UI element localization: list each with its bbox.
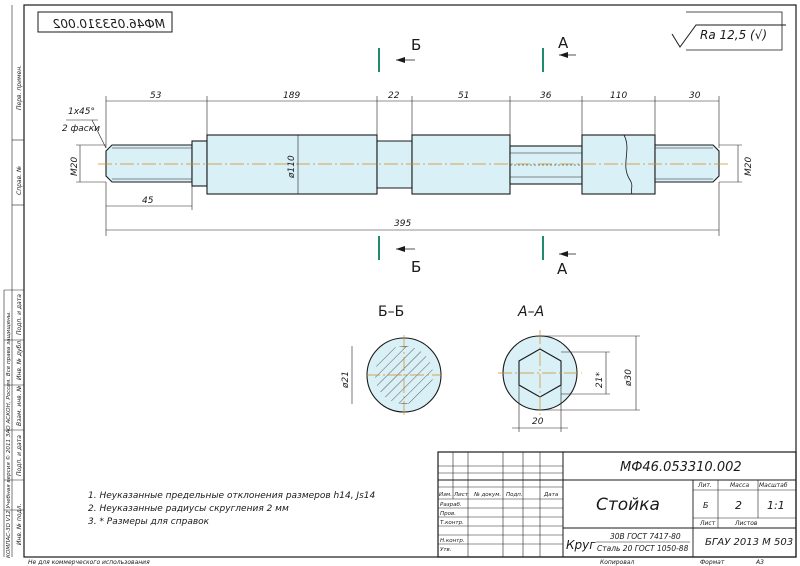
dim-45: 45 [142, 196, 154, 206]
lit-value: Б [703, 501, 709, 510]
mass-value: 2 [735, 499, 742, 512]
strip-sign-date-1: Подп. и дата [16, 294, 23, 335]
note-3: 3. * Размеры для справок [88, 517, 210, 527]
groove [376, 140, 413, 189]
dim-51: 51 [458, 91, 469, 101]
section-cut-b-top: Б [378, 36, 421, 72]
technical-notes: 1. Неуказанные предельные отклонения раз… [88, 491, 375, 527]
col-doc-no: № докум. [473, 492, 501, 498]
col-sign: Подп. [506, 492, 523, 498]
dim-30: 30 [689, 91, 701, 101]
section-cut-a-bottom: А [542, 236, 576, 278]
left-shoulder [191, 140, 208, 187]
mirrored-code-box [37, 11, 173, 33]
note-2: 2. Неуказанные радиусы скругления 2 мм [88, 504, 289, 514]
row-norm-control: Н.контр. [440, 538, 465, 544]
thread-left-dim: M20 [70, 157, 80, 176]
col-date: Дата [543, 492, 559, 498]
dimensions: 53 189 22 51 36 110 30 1x45° 2 фаски M20… [62, 91, 754, 236]
strip-replace-inv: Взам. инв. № [16, 385, 23, 426]
strip-orig-inv: Инв. № подл. [16, 504, 23, 545]
strip-first-use: Перв. примен. [16, 65, 23, 110]
material-line-2: Сталь 20 ГОСТ 1050-88 [597, 544, 689, 553]
section-bb: Б–Б ø21 [341, 304, 442, 415]
material-prefix: Круг [566, 538, 596, 552]
col-list: Лист [453, 492, 469, 498]
right-body [581, 134, 656, 195]
title-doc-code: МФ46.053310.002 [620, 460, 742, 475]
break-line [623, 134, 633, 195]
format-value: A3 [755, 559, 764, 566]
dim-36: 36 [540, 91, 552, 101]
organisation: БГАУ 2013 М 503 [705, 537, 793, 548]
mirrored-doc-code: МФ46.053310.002 [53, 17, 165, 31]
main-body-right [411, 134, 511, 195]
section-aa-width: 20 [532, 417, 544, 427]
roughness-value: Ra 12,5 (√) [700, 28, 767, 42]
sheet-label: Лист [699, 520, 716, 527]
row-tech-control: Т.контр. [440, 520, 464, 526]
section-b-label-bottom: Б [411, 258, 421, 276]
strip-ref-no: Справ. № [16, 166, 23, 195]
section-aa-across-flats: 21* [595, 372, 605, 388]
dim-total: 395 [394, 219, 411, 229]
sheet-frame [23, 4, 797, 558]
section-cut-b-bottom: Б [378, 236, 421, 276]
mass-label: Масса [730, 482, 749, 489]
left-threaded-end [105, 144, 193, 183]
section-bb-diameter: ø21 [341, 371, 351, 389]
non-commercial-note: Не для коммерческого использования [28, 559, 150, 566]
section-b-label-top: Б [411, 36, 421, 54]
shaft-part [98, 134, 728, 195]
section-aa-title: А–А [517, 304, 544, 320]
note-1: 1. Неуказанные предельные отклонения раз… [88, 491, 375, 501]
chamfer-note: 2 фаски [62, 124, 100, 134]
col-izm: Изм. [439, 492, 452, 498]
row-developed: Разраб. [440, 502, 462, 508]
section-bb-title: Б–Б [378, 304, 404, 320]
section-a-label-bottom: А [557, 260, 568, 278]
title-block: МФ46.053310.002 Стойка Круг 30В ГОСТ 741… [437, 451, 797, 558]
material-line-1: 30В ГОСТ 7417-80 [610, 532, 681, 541]
copied-label: Копировал [600, 559, 634, 566]
roughness-symbol: Ra 12,5 (√) [671, 11, 786, 51]
section-cut-a-top: А [542, 34, 576, 72]
section-aa-diameter: ø30 [624, 369, 634, 387]
section-aa: А–А 21* ø30 20 [498, 304, 640, 432]
sheets-label: Листов [734, 520, 758, 527]
thread-right-dim: M20 [744, 157, 754, 176]
format-label: Формат [700, 559, 725, 566]
main-diameter-dim: ø110 [287, 155, 297, 179]
scale-value: 1:1 [767, 499, 785, 512]
part-name: Стойка [596, 495, 660, 515]
lit-label: Лит. [697, 482, 712, 489]
scale-label: Масштаб [759, 482, 788, 489]
dim-22: 22 [388, 91, 400, 101]
dim-189: 189 [283, 91, 300, 101]
strip-sign-date-2: Подп. и дата [16, 435, 23, 476]
chamfer-dim: 1x45° [68, 107, 95, 117]
section-a-label-top: А [558, 34, 569, 52]
left-strip: Перв. примен. Справ. № КОМПАС-3D V12 Уче… [3, 5, 24, 558]
strip-kompas-notice: КОМПАС-3D V12 Учебная версия © 2011 ЗАО … [5, 311, 12, 558]
row-approved: Утв. [440, 547, 452, 553]
row-checked: Пров. [440, 511, 456, 517]
strip-dup-inv: Инв. № дубл. [16, 339, 23, 380]
right-threaded-end [654, 144, 720, 183]
main-body-left [206, 134, 378, 195]
dim-110: 110 [610, 91, 627, 101]
dim-53: 53 [150, 91, 162, 101]
